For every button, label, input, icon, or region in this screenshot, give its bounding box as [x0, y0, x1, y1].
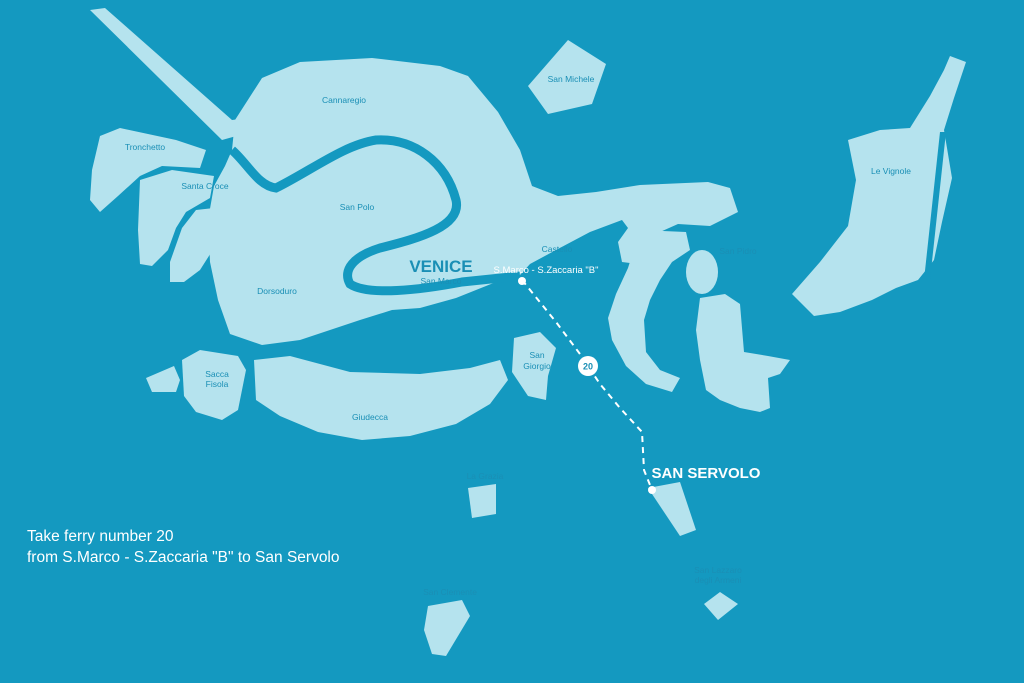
santa-croce-pier-1: [138, 170, 214, 266]
directions-line-1: Take ferry number 20: [27, 528, 174, 545]
ferry-number-badge: [578, 356, 598, 376]
grand-canal: [228, 135, 521, 296]
causeway: [90, 8, 248, 140]
label-venice: VENICE: [409, 257, 472, 276]
giudecca-island: [254, 356, 508, 440]
label-le-vignole: Le Vignole: [871, 166, 911, 176]
departure-stop-marker: [518, 277, 526, 285]
label-san-giorgio-1: San: [529, 350, 544, 360]
sacca-fisola-small: [146, 366, 180, 392]
san-michele-island: [528, 40, 606, 114]
ferry-route-line: [521, 279, 653, 491]
label-giudecca: Giudecca: [352, 412, 388, 422]
destination-stop-marker: [648, 486, 656, 494]
la-grazia-island: [468, 484, 496, 518]
label-san-michele: San Michele: [548, 74, 595, 84]
label-sacca: Sacca: [205, 369, 229, 379]
ferry-number-badge-text: 20: [583, 362, 593, 372]
label-departure-stop: S.Marco - S.Zaccaria "B": [494, 265, 599, 276]
label-fisola: Fisola: [206, 379, 229, 389]
le-vignole-island: [792, 56, 966, 316]
san-lazzaro-island: [704, 592, 738, 620]
label-san-lazzaro-2: degli Armeni: [695, 575, 742, 585]
directions-line-2: from S.Marco - S.Zaccaria "B" to San Ser…: [27, 549, 340, 566]
san-giorgio-island: [512, 332, 556, 400]
label-santa-croce: Santa Croce: [181, 181, 229, 191]
label-san-lazzaro-1: San Lazzaro: [694, 565, 742, 575]
label-castello: Castello: [542, 244, 573, 254]
castello-east-island: [696, 294, 790, 412]
sacca-fisola-island: [182, 350, 246, 420]
label-tronchetto: Tronchetto: [125, 142, 166, 152]
le-vignole-canal: [924, 132, 946, 280]
santa-croce-pier-2: [170, 208, 214, 282]
label-san-polo: San Polo: [340, 202, 375, 212]
label-la-grazia: La Grazia: [467, 471, 504, 481]
label-san-giorgio-2: Giorgio: [523, 361, 551, 371]
label-cannaregio: Cannaregio: [322, 95, 366, 105]
label-san-marco: San Marco: [420, 276, 461, 286]
san-servolo-island: [648, 482, 696, 536]
label-san-pietro: San Pidro: [719, 246, 757, 256]
san-pietro-island: [686, 250, 718, 294]
san-clemente-island: [424, 600, 470, 656]
directions-text: Take ferry number 20 from S.Marco - S.Za…: [27, 526, 340, 568]
tronchetto-island: [90, 128, 206, 212]
castello-west-tip: [608, 230, 690, 392]
venice-main-island: [208, 58, 738, 345]
label-dorsoduro: Dorsoduro: [257, 286, 297, 296]
label-san-servolo: SAN SERVOLO: [652, 465, 761, 482]
label-san-clemente: San Clemente: [423, 587, 477, 597]
